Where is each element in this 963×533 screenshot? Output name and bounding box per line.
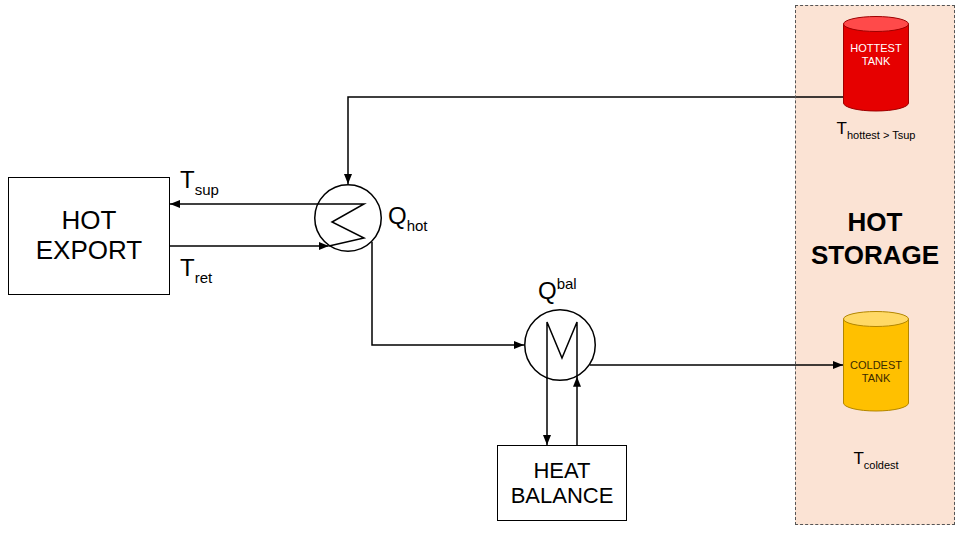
tank-name: COLDEST TANK (843, 359, 909, 385)
tank-lid (844, 312, 909, 327)
heat-duty-label: Qhot (388, 202, 428, 235)
exchanger-circle (315, 185, 382, 252)
stream-temperature: Tsup (180, 166, 219, 199)
tank-caption-row: Thottest > Tsup (811, 119, 941, 143)
flow-line (170, 203, 317, 205)
exchanger-symbol (314, 184, 382, 252)
tank-name: HOTTEST TANK (843, 42, 909, 68)
storage-region: HOT STORAGE HOTTEST TANK Thottest > TsupCO… (795, 5, 955, 525)
heat-duty-label: Qbal (538, 275, 577, 305)
tank-temperature: Thottest > Tsup (837, 119, 916, 142)
flow-line (372, 242, 524, 345)
exchanger-coil (317, 204, 364, 246)
storage-tank: HOTTEST TANK Thottest > Tsup (811, 16, 941, 151)
exchanger-circle (525, 310, 596, 381)
heat-exchanger: Qhot (314, 184, 382, 252)
tank-lid (844, 17, 909, 32)
tank-body (844, 24, 909, 111)
flow-line (546, 379, 548, 445)
tank-body (844, 319, 909, 411)
storage-background (795, 5, 955, 525)
box-label: HOT EXPORT (24, 206, 154, 266)
region-title: HOT STORAGE (796, 206, 954, 271)
flow-line (590, 364, 843, 366)
tank-temperature: Tcoldest (853, 449, 898, 472)
storage-tank: COLDEST TANK Tcoldest (811, 311, 941, 481)
process-box: HEAT BALANCE (497, 445, 627, 521)
heat-exchanger: Qbal (524, 309, 596, 381)
flow-line (348, 97, 843, 184)
process-box: HOT EXPORT (8, 177, 170, 295)
stream-temperature: Tret (180, 254, 212, 287)
flow-line (576, 377, 578, 445)
box-label: HEAT BALANCE (507, 458, 617, 509)
exchanger-symbol (524, 309, 596, 381)
exchanger-coil (547, 322, 577, 379)
flow-line (170, 245, 329, 247)
tank-caption-row: Tcoldest (811, 449, 941, 473)
